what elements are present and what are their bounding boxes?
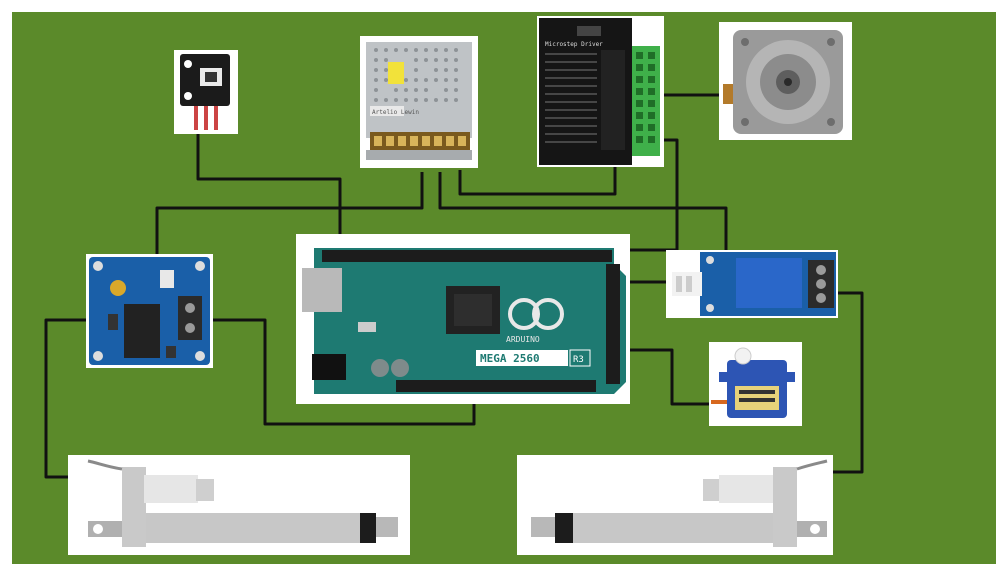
wire-arduino-to-servo: [617, 350, 717, 404]
arduino-mega: ARDUINO MEGA 2560 R3: [296, 234, 630, 404]
board-logo-text: ARDUINO: [506, 335, 540, 344]
motor-driver-board: [86, 254, 213, 368]
sensor-module: [174, 50, 238, 134]
motor-driver-icon: [86, 254, 213, 368]
wire-sensor-to-arduino: [198, 134, 340, 248]
stepper-motor: [719, 22, 852, 140]
psu-model-text: Artelio Lewin: [372, 109, 419, 116]
power-supply: Artelio Lewin: [360, 36, 478, 168]
wiring-diagram-canvas: Artelio Lewin Microstep Driver: [12, 12, 996, 564]
driver-title-text: Microstep Driver: [545, 41, 603, 48]
linear-actuator-icon: [68, 455, 410, 555]
linear-actuator-right: [517, 455, 833, 555]
power-supply-icon: Artelio Lewin: [360, 36, 478, 168]
stepper-driver-icon: Microstep Driver: [537, 16, 664, 167]
linear-actuator-left: [68, 455, 410, 555]
servo-motor: [709, 342, 802, 426]
relay-module-icon: [666, 250, 838, 318]
relay-module: [666, 250, 838, 318]
wire-relay-to-right-actuator: [830, 293, 862, 472]
linear-actuator-icon: [517, 455, 833, 555]
wire-motor-driver-to-left-actuator: [46, 320, 90, 477]
board-rev-text: R3: [573, 355, 584, 365]
wire-psu-to-stepper-driver: [460, 167, 615, 194]
stepper-motor-icon: [719, 22, 852, 140]
board-model-text: MEGA 2560: [480, 352, 540, 365]
stepper-driver: Microstep Driver: [537, 16, 664, 167]
servo-motor-icon: [709, 342, 802, 426]
sensor-module-icon: [174, 50, 238, 134]
arduino-board-icon: ARDUINO MEGA 2560 R3: [296, 234, 630, 404]
